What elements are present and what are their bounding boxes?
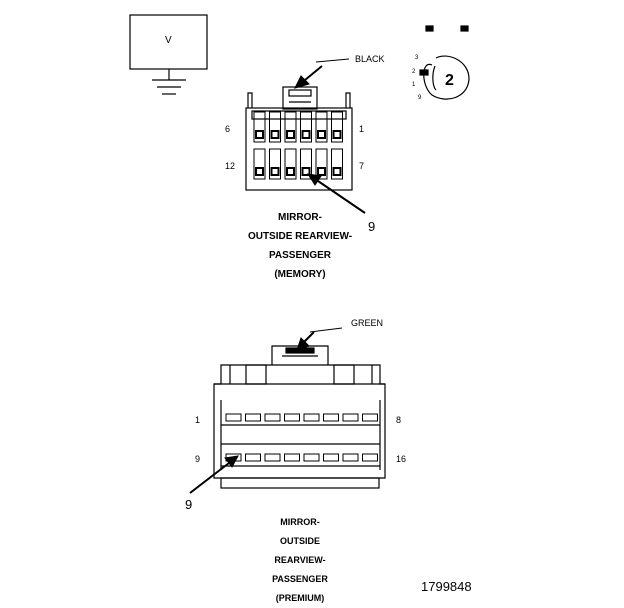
premium-connector-caption: MIRROR- OUTSIDE REARVIEW- PASSENGER (PRE…	[272, 517, 328, 603]
connector-premium-body	[213, 345, 386, 489]
memory-pin-cavity	[253, 148, 266, 180]
premium-pin-slot	[284, 453, 300, 462]
premium-pin-slot	[303, 453, 320, 462]
memory-pin-cavity	[300, 111, 312, 143]
memory-pin-cavity	[269, 148, 281, 180]
connector-memory-pin-cavities	[253, 111, 343, 180]
figure-number: 1799848	[421, 579, 472, 594]
memory-pin-cavity	[269, 111, 281, 143]
clip-detail-icon	[419, 25, 470, 100]
memory-pin-bottom-left: 12	[225, 161, 236, 171]
premium-pin-slot	[362, 453, 378, 462]
memory-color-label: BLACK	[355, 54, 385, 64]
memory-pin-cavity	[331, 111, 343, 143]
premium-pin-slot	[264, 413, 281, 422]
memory-callout-arrows	[294, 58, 366, 214]
premium-pin-slot	[245, 413, 261, 422]
clip-pin-label: 2	[412, 69, 416, 75]
memory-callout-pin: 9	[368, 219, 376, 234]
premium-pin-slot	[225, 413, 242, 422]
memory-pin-bottom-right: 7	[359, 161, 365, 171]
clip-pin-label: 9	[418, 95, 422, 101]
premium-pin-slot	[264, 453, 281, 462]
clip-number: 2	[445, 72, 454, 89]
memory-pin-cavity	[315, 111, 328, 143]
premium-pin-bottom-right: 16	[396, 454, 407, 464]
memory-pin-cavity	[253, 111, 266, 143]
memory-pin-cavity	[315, 148, 328, 180]
memory-pin-top-right: 1	[359, 124, 365, 134]
connector-premium-pin-slots	[225, 413, 378, 462]
premium-pin-slot	[342, 413, 359, 422]
memory-connector-caption: MIRROR- OUTSIDE REARVIEW- PASSENGER (MEM…	[247, 212, 353, 280]
premium-pin-slot	[245, 453, 261, 462]
premium-pin-slot	[342, 453, 359, 462]
premium-pin-top-left: 1	[195, 415, 201, 425]
memory-pin-cavity	[331, 148, 343, 180]
clip-pin-label: 1	[412, 82, 416, 88]
clip-pin-label: 3	[415, 55, 419, 61]
memory-pin-cavity	[284, 148, 297, 180]
connector-memory-body	[245, 86, 353, 191]
premium-pin-slot	[362, 413, 378, 422]
voltmeter-symbol	[129, 14, 208, 95]
memory-pin-cavity	[284, 111, 297, 143]
premium-pin-bottom-left: 9	[195, 454, 201, 464]
voltmeter-label: V	[165, 35, 172, 46]
premium-callout-arrows	[189, 327, 343, 494]
memory-pin-top-left: 6	[225, 124, 231, 134]
premium-callout-pin: 9	[185, 497, 193, 512]
premium-color-label: GREEN	[351, 318, 384, 328]
premium-pin-slot	[284, 413, 300, 422]
premium-pin-top-right: 8	[396, 415, 402, 425]
premium-pin-slot	[323, 413, 339, 422]
memory-pin-cavity	[300, 148, 312, 180]
premium-pin-slot	[303, 413, 320, 422]
premium-pin-slot	[323, 453, 339, 462]
